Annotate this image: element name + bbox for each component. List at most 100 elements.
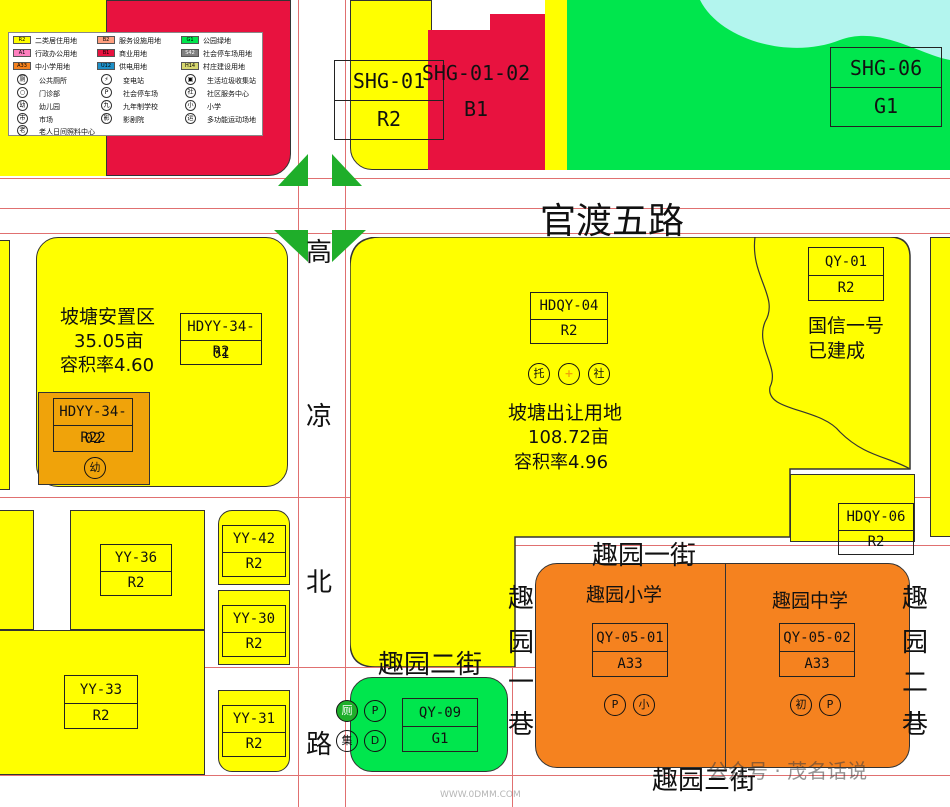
label-qy-05-02[interactable]: QY-05-02 A33 (779, 623, 855, 677)
market-icon: 市 (17, 113, 28, 124)
legend-panel: R2 二类居住用地 B2 服务设施用地 G1 公园绿地 A1 行政办公用地 B1… (8, 32, 263, 136)
road-redline (0, 667, 535, 668)
label-shg-06[interactable]: SHG-06 G1 (830, 47, 942, 127)
watermark-site: WWW.0DMM.COM (440, 790, 521, 800)
road-char: 凉 (306, 402, 333, 432)
label-hdyy-34-02[interactable]: HDYY-34-02 R22 (53, 398, 133, 452)
legend-label: 小学 (207, 103, 221, 111)
road-redline (298, 0, 299, 807)
road-redline (512, 545, 513, 807)
legend-swatch: B2 (97, 36, 115, 44)
kindergarten-icon: 幼 (17, 100, 28, 111)
label-yy-42[interactable]: YY-42 R2 (222, 525, 286, 577)
junior-school-icon: 初 (790, 694, 812, 716)
parcel-shg-01-02[interactable] (428, 30, 548, 170)
legend-label: 九年制学校 (123, 103, 158, 111)
parcel-potang-sale-shape (350, 237, 911, 667)
parcel-right-edge[interactable] (930, 237, 950, 537)
parking-icon: P (819, 694, 841, 716)
bus-station-icon: D (364, 730, 386, 752)
toilet-icon: 厕 (336, 700, 358, 722)
label-shg-01[interactable]: SHG-01 R2 (334, 60, 444, 140)
legend-label: 市场 (39, 116, 53, 124)
water-body (700, 0, 950, 60)
substation-icon: ⚡ (101, 74, 112, 85)
theater-icon: 影 (101, 113, 112, 124)
label-qy-01[interactable]: QY-01 R2 (808, 247, 884, 301)
guoxin-line1: 国信一号 (808, 315, 885, 337)
parcel-potang-sale[interactable] (350, 237, 790, 537)
parcel-use: R2 (212, 344, 230, 360)
road-char: 路 (306, 730, 333, 760)
kindergarten-icon: 幼 (84, 457, 106, 479)
label-yy-30[interactable]: YY-30 R2 (222, 605, 286, 657)
area-far: 容积率4.96 (514, 452, 609, 473)
parcel-code: YY-33 (65, 676, 137, 704)
label-hdyy-34-01[interactable]: HDYY-34-01 R2 (180, 313, 262, 365)
parcel-shg-01[interactable] (350, 0, 432, 170)
legend-label: 中小学用地 (35, 63, 70, 71)
label-shg-01-02[interactable]: SHG-01-02 B1 (420, 55, 532, 130)
road-redline (0, 775, 950, 776)
parcel-qy-05-01[interactable] (535, 563, 727, 768)
legend-swatch: S42 (181, 49, 199, 57)
legend-label: 社区服务中心 (207, 90, 249, 98)
label-hdqy-04[interactable]: HDQY-04 R2 (530, 292, 608, 344)
parcel-use: R2 (245, 556, 263, 572)
area-size: 35.05亩 (74, 331, 144, 352)
guoxin-line2: 已建成 (808, 340, 866, 362)
primary-school-icon: 小 (185, 100, 196, 111)
road-char: 二 (902, 668, 929, 698)
parcel-use: R2 (560, 323, 578, 339)
road-name-quyuan2: 趣园二街 (378, 650, 483, 680)
parcel-code: YY-30 (223, 606, 285, 633)
parcel-use: R2 (92, 708, 110, 724)
parcel-use: R2 (867, 534, 885, 550)
legend-label: 供电用地 (119, 63, 147, 71)
middle-school-name: 趣园中学 (772, 590, 849, 612)
parcel-yy-36[interactable] (70, 510, 205, 630)
legend-label: 村庄建设用地 (203, 63, 245, 71)
road-char: 趣 (902, 584, 929, 614)
legend-swatch: A1 (13, 49, 31, 57)
legend-label: 公园绿地 (203, 37, 231, 45)
legend-swatch: H14 (181, 62, 199, 70)
label-yy-36[interactable]: YY-36 R2 (100, 544, 172, 596)
legend-swatch: G1 (181, 36, 199, 44)
community-icon: 社 (588, 363, 610, 385)
parcel-qy-09[interactable] (350, 677, 508, 772)
area-far: 容积率4.60 (60, 355, 155, 376)
parcel-use: R2 (245, 736, 263, 752)
road-char: 趣 (508, 584, 535, 614)
legend-label: 行政办公用地 (35, 50, 77, 58)
parcel-code: SHG-01 (335, 61, 443, 101)
parcel-code: SHG-01-02 (421, 61, 531, 85)
parcel-yy-42[interactable] (218, 510, 290, 585)
road-name-guandu: 官渡五路 (540, 201, 685, 242)
legend-label: 幼儿园 (39, 103, 60, 111)
nursery-icon: 托 (528, 363, 550, 385)
label-hdqy-06[interactable]: HDQY-06 R2 (838, 503, 914, 555)
label-yy-33[interactable]: YY-33 R2 (64, 675, 138, 729)
parcel-left-edge[interactable] (0, 240, 10, 490)
clinic-icon: ○ (17, 87, 28, 98)
label-qy-09[interactable]: QY-09 G1 (402, 698, 478, 752)
label-yy-31[interactable]: YY-31 R2 (222, 705, 286, 757)
parcel-shg-yellow-right[interactable] (545, 0, 570, 170)
parcel-use: R2 (837, 280, 855, 296)
legend-swatch: U12 (97, 62, 115, 70)
label-qy-05-01[interactable]: QY-05-01 A33 (592, 623, 668, 677)
legend-label: 商业用地 (119, 50, 147, 58)
parcel-code: QY-09 (403, 699, 477, 727)
road-redline (0, 178, 950, 179)
parcel-yy-31[interactable] (218, 690, 290, 772)
parcel-code: HDQY-04 (531, 293, 607, 320)
parcel-qy-05-02[interactable] (725, 563, 910, 768)
parcel-yy-left-edge[interactable] (0, 510, 34, 630)
parcel-yy-33[interactable] (0, 630, 205, 775)
parcel-use: B1 (463, 97, 489, 121)
primary-school-name: 趣园小学 (586, 584, 663, 606)
watermark-text: 公众号 · 茂名话说 (708, 759, 868, 783)
parcel-yy-30[interactable] (218, 590, 290, 665)
